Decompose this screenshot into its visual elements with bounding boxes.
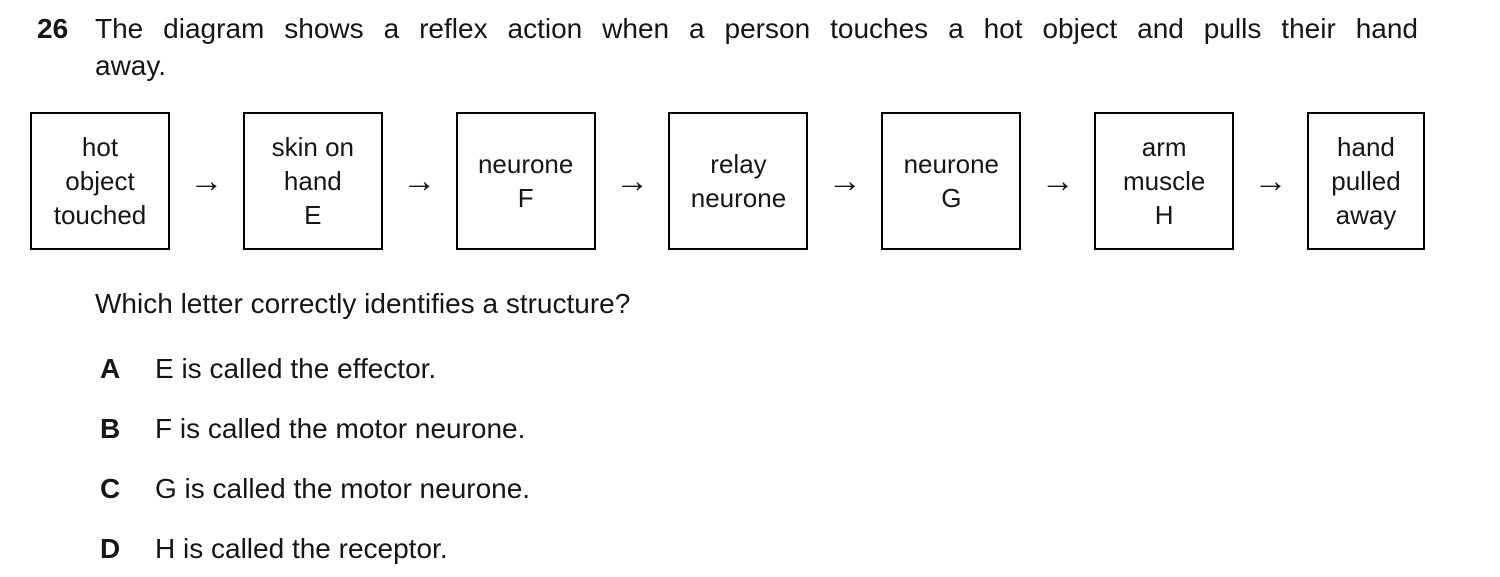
flow-box-line: neurone <box>477 149 574 179</box>
option-text-A: E is called the effector. <box>155 353 437 384</box>
question-stem-line-2: away. <box>95 50 167 81</box>
flow-box-skin-on-hand-E: skin on hand E <box>242 112 383 250</box>
flow-box-line: relay <box>710 149 767 179</box>
question-stem: The diagram shows a reflex action when a… <box>95 10 1418 84</box>
option-text-B: F is called the motor neurone. <box>155 413 526 444</box>
flow-box-line: G <box>941 183 962 213</box>
flow-box-line: hot <box>81 132 119 162</box>
flow-box-line: away <box>1335 200 1397 230</box>
option-letter-C: C <box>100 473 121 504</box>
flow-box-line: H <box>1154 200 1174 230</box>
flow-box-hand-pulled-away: hand pulled away <box>1306 112 1425 250</box>
flow-box-line: hand <box>1337 132 1395 162</box>
flow-box-hot-object-touched: hot object touched <box>30 112 170 250</box>
question-number: 26 <box>37 13 69 44</box>
question-stem-line-1: The diagram shows a reflex action when a… <box>95 13 1418 44</box>
flow-box-line: object <box>65 166 135 196</box>
flow-box-line: hand <box>283 166 342 196</box>
option-letter-B: B <box>100 413 121 444</box>
flow-box-neurone-G: neurone G <box>881 112 1022 250</box>
flow-box-line: pulled <box>1331 166 1401 196</box>
right-arrow-icon: → <box>615 161 650 200</box>
answer-options: A E is called the effector. B F is calle… <box>100 352 530 577</box>
flow-box-line: E <box>304 200 322 230</box>
flow-box-line: neurone <box>903 149 1000 179</box>
flow-box-line: touched <box>53 200 147 230</box>
flow-box-line: neurone <box>690 183 787 213</box>
flow-box-relay-neurone: relay neurone <box>668 112 809 250</box>
flow-box-line: skin on <box>271 132 355 162</box>
question-prompt: Which letter correctly identifies a stru… <box>95 288 631 319</box>
right-arrow-icon: → <box>402 161 437 200</box>
question-header: 26 The diagram shows a reflex action whe… <box>37 10 1418 84</box>
option-letter-A: A <box>100 353 121 384</box>
option-row-C: C G is called the motor neurone. <box>100 472 530 506</box>
option-row-A: A E is called the effector. <box>100 352 530 386</box>
right-arrow-icon: → <box>1253 161 1288 200</box>
option-letter-D: D <box>100 533 121 564</box>
right-arrow-icon: → <box>1040 161 1075 200</box>
flow-box-line: F <box>517 183 534 213</box>
option-row-B: B F is called the motor neurone. <box>100 412 530 446</box>
right-arrow-icon: → <box>189 161 224 200</box>
flow-box-line: arm <box>1141 132 1187 162</box>
option-text-C: G is called the motor neurone. <box>155 473 531 504</box>
flow-box-arm-muscle-H: arm muscle H <box>1094 112 1235 250</box>
option-row-D: D H is called the receptor. <box>100 532 530 566</box>
right-arrow-icon: → <box>827 161 862 200</box>
flow-box-neurone-F: neurone F <box>455 112 596 250</box>
option-text-D: H is called the receptor. <box>155 533 448 564</box>
reflex-flow-diagram: hot object touched → skin on hand E → ne… <box>30 112 1425 250</box>
flow-box-line: muscle <box>1122 166 1206 196</box>
